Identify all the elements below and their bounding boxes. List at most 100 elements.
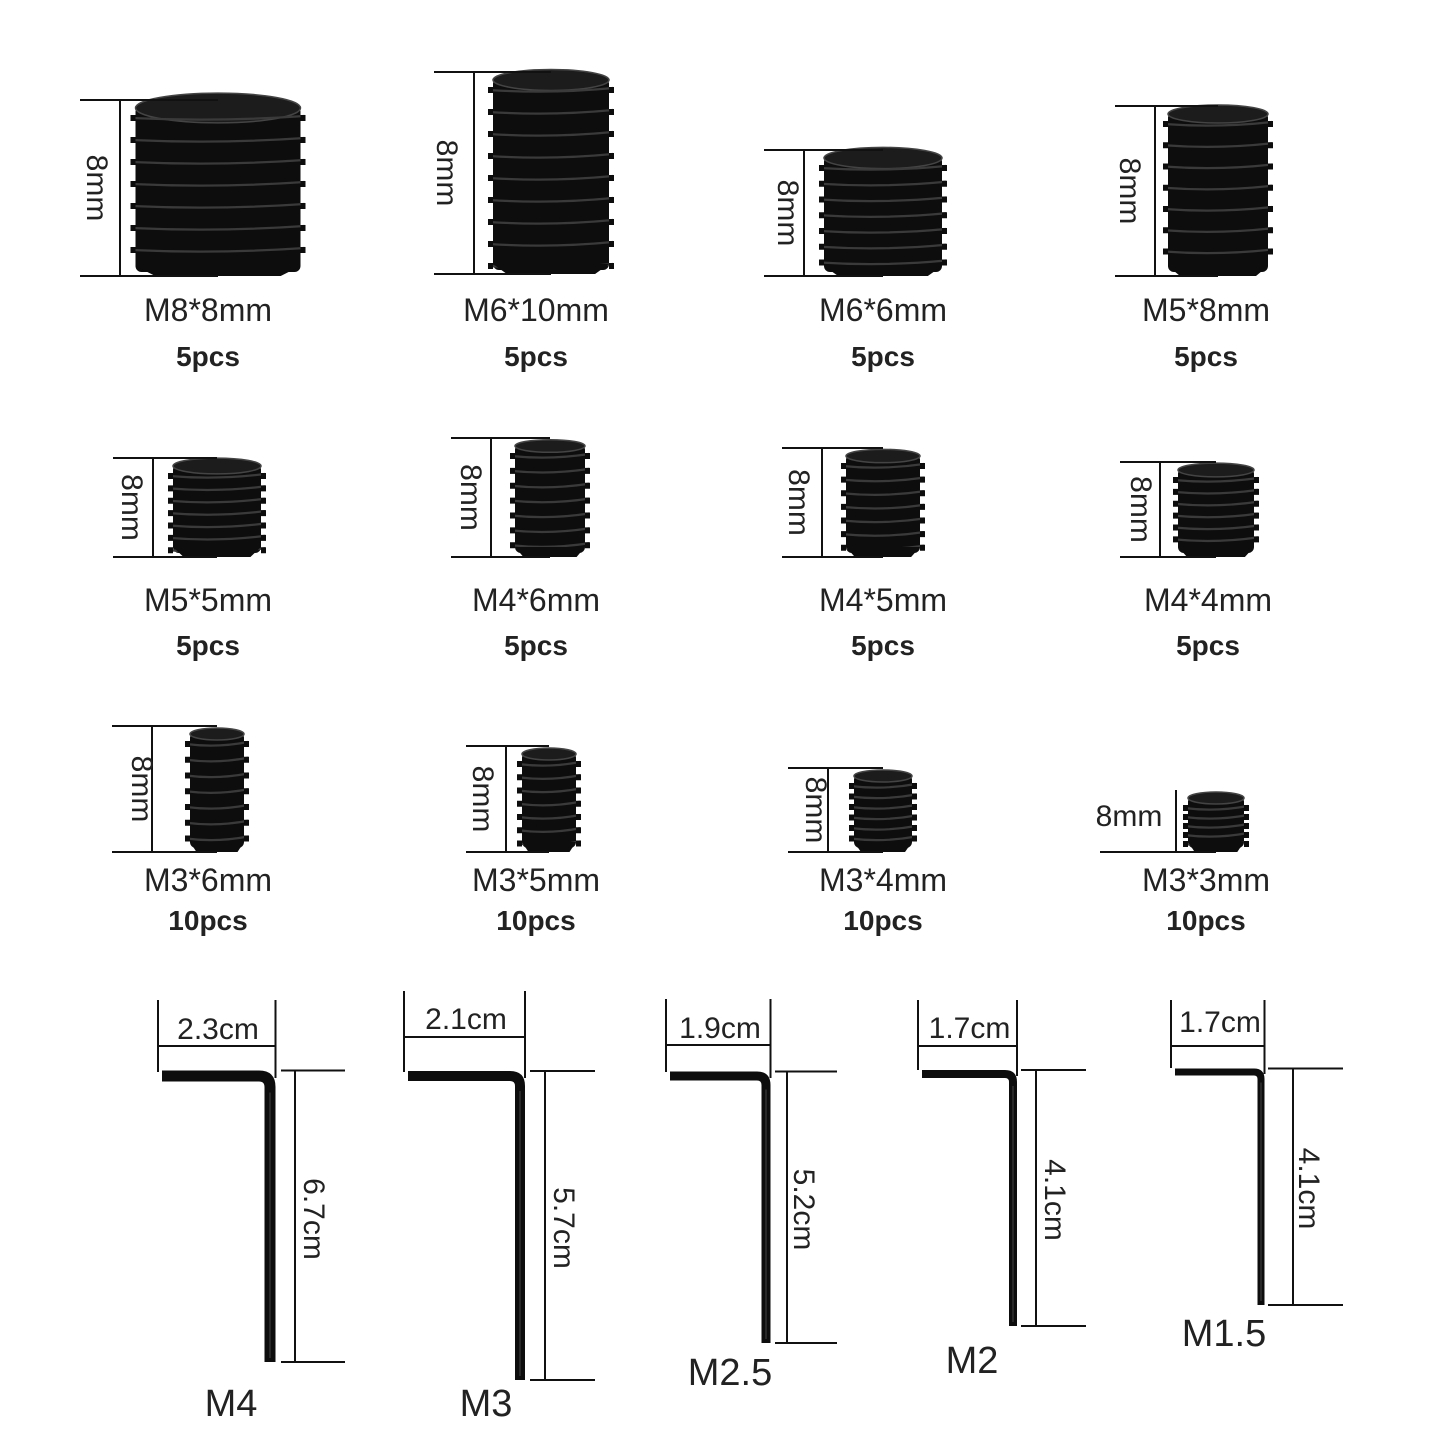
screw-size-label: M4*4mm xyxy=(1144,582,1272,618)
set-screw-grid: 8mmM8*8mm5pcs8mmM6*10mm5pcs8mmM6*6mm5pcs… xyxy=(80,68,1273,936)
set-screw-icon xyxy=(1183,791,1249,852)
height-label: 8mm xyxy=(115,474,148,541)
length-dimension: 6.7cm xyxy=(281,1069,345,1363)
width-label: 1.7cm xyxy=(929,1012,1011,1045)
set-screw-icon xyxy=(185,727,249,852)
hex-key-size-label: M3 xyxy=(460,1383,513,1425)
height-dimension: 8mm xyxy=(113,457,217,558)
height-dimension: 8mm xyxy=(788,767,883,853)
screw-size-label: M3*4mm xyxy=(819,862,947,898)
length-dimension: 5.7cm xyxy=(530,1070,595,1381)
height-label: 8mm xyxy=(771,180,804,247)
length-label: 4.1cm xyxy=(1292,1148,1325,1230)
set-screw-icon xyxy=(488,68,614,274)
height-label: 8mm xyxy=(1124,476,1157,543)
width-label: 2.1cm xyxy=(425,1003,507,1036)
screw-size-label: M3*6mm xyxy=(144,862,272,898)
height-dimension: 8mm xyxy=(782,447,883,558)
length-label: 4.1cm xyxy=(1038,1159,1071,1241)
hex-key-size-label: M4 xyxy=(205,1383,258,1425)
set-screw-icon xyxy=(168,457,266,557)
screw-size-label: M5*8mm xyxy=(1142,292,1270,328)
width-label: 2.3cm xyxy=(177,1013,259,1046)
width-dimension: 1.7cm xyxy=(1170,1000,1266,1074)
height-dimension: 8mm xyxy=(1120,461,1216,558)
screw-quantity-label: 5pcs xyxy=(504,630,568,661)
height-dimension: 8mm xyxy=(112,725,217,853)
height-dimension: 8mm xyxy=(1113,105,1218,277)
screw-size-label: M6*10mm xyxy=(463,292,609,328)
hex-key-row: 2.3cm6.7cmM42.1cm5.7cmM31.9cm5.2cmM2.51.… xyxy=(157,991,1343,1425)
screw-size-label: M4*6mm xyxy=(472,582,600,618)
screw-size-label: M4*5mm xyxy=(819,582,947,618)
set-screw-icon xyxy=(849,769,917,852)
height-dimension: 8mm xyxy=(764,149,883,277)
screw-size-label: M3*3mm xyxy=(1142,862,1270,898)
set-screw-icon xyxy=(819,146,947,276)
width-label: 1.9cm xyxy=(679,1012,761,1045)
length-dimension: 4.1cm xyxy=(1021,1069,1086,1327)
set-screw-icon xyxy=(517,747,581,852)
height-label: 8mm xyxy=(466,766,499,833)
screw-size-label: M5*5mm xyxy=(144,582,272,618)
width-dimension: 2.3cm xyxy=(157,1000,277,1078)
length-label: 5.7cm xyxy=(547,1187,580,1269)
screw-size-label: M6*6mm xyxy=(819,292,947,328)
screw-quantity-label: 5pcs xyxy=(1174,341,1238,372)
hex-key-icon xyxy=(162,1070,276,1362)
length-label: 5.2cm xyxy=(787,1169,820,1251)
screw-quantity-label: 5pcs xyxy=(851,630,915,661)
hex-key-size-label: M1.5 xyxy=(1182,1313,1266,1355)
width-dimension: 2.1cm xyxy=(403,991,526,1078)
screw-size-label: M8*8mm xyxy=(144,292,272,328)
height-label: 8mm xyxy=(430,140,463,207)
length-dimension: 5.2cm xyxy=(775,1070,837,1344)
width-dimension: 1.9cm xyxy=(665,999,772,1078)
length-label: 6.7cm xyxy=(297,1178,330,1260)
screw-quantity-label: 5pcs xyxy=(851,341,915,372)
height-dimension: 8mm xyxy=(80,99,218,277)
height-label: 8mm xyxy=(80,155,113,222)
screw-quantity-label: 5pcs xyxy=(176,341,240,372)
screw-quantity-label: 10pcs xyxy=(843,905,922,936)
screw-quantity-label: 5pcs xyxy=(176,630,240,661)
set-screw-icon xyxy=(510,438,590,557)
screw-quantity-label: 10pcs xyxy=(1166,905,1245,936)
hex-key-size-label: M2.5 xyxy=(688,1352,772,1394)
height-label: 8mm xyxy=(1096,800,1163,833)
height-label: 8mm xyxy=(799,777,832,844)
hex-key-size-label: M2 xyxy=(946,1340,999,1382)
screw-size-label: M3*5mm xyxy=(472,862,600,898)
set-screw-icon xyxy=(1163,104,1273,276)
height-label: 8mm xyxy=(782,469,815,536)
height-label: 8mm xyxy=(125,756,158,823)
width-label: 1.7cm xyxy=(1179,1006,1261,1039)
screw-quantity-label: 5pcs xyxy=(504,341,568,372)
hex-key-icon xyxy=(1175,1068,1265,1305)
height-dimension: 8mm xyxy=(430,71,551,275)
set-screw-icon xyxy=(130,92,306,276)
hex-key-icon xyxy=(922,1070,1017,1326)
set-screw-icon xyxy=(841,448,925,557)
screw-quantity-label: 10pcs xyxy=(496,905,575,936)
height-dimension: 8mm xyxy=(466,745,549,853)
height-label: 8mm xyxy=(1113,158,1146,225)
hex-key-icon xyxy=(670,1071,771,1343)
